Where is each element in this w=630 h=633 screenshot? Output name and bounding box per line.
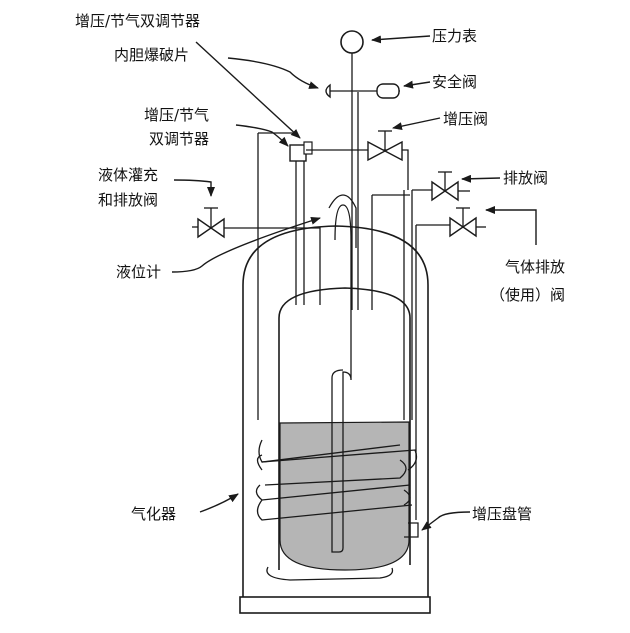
label-fill-2: 和排放阀 xyxy=(98,191,158,209)
inner-vessel xyxy=(278,287,411,570)
boost-valve-icon xyxy=(352,130,409,190)
label-gas-use-1: 气体排放 xyxy=(505,258,565,276)
liquid-level xyxy=(279,421,410,571)
fill-drain-valve-icon xyxy=(192,207,321,305)
leader-arrows xyxy=(171,35,537,531)
label-regulator-mid-1: 增压/节气 xyxy=(144,106,209,124)
label-regulator-top: 增压/节气双调节器 xyxy=(75,12,200,30)
label-boost-coil: 增压盘管 xyxy=(472,505,532,523)
label-boost-valve: 增压阀 xyxy=(443,110,488,128)
boost-coil-tubes xyxy=(255,439,419,538)
label-fill-1: 液体灌充 xyxy=(98,166,158,184)
label-vaporizer: 气化器 xyxy=(131,505,176,523)
base-plate xyxy=(239,596,431,614)
label-gas-use-2: （使用）阀 xyxy=(490,286,565,304)
burst-disc-icon xyxy=(325,83,331,99)
pressure-gauge-icon xyxy=(340,30,364,54)
label-safety-valve: 安全阀 xyxy=(432,73,477,91)
riser-tubes xyxy=(257,132,417,520)
bottom-coil xyxy=(266,566,394,581)
label-pressure-gauge: 压力表 xyxy=(432,27,477,45)
level-gauge-outer xyxy=(328,194,357,248)
label-regulator-mid-2: 双调节器 xyxy=(149,130,209,148)
label-level-gauge: 液位计 xyxy=(116,263,161,281)
level-gauge-tube xyxy=(331,204,352,553)
vent-valve-icon xyxy=(412,171,470,202)
safety-valve-icon xyxy=(376,83,400,99)
label-burst-disc: 内胆爆破片 xyxy=(114,46,189,64)
gas-use-valve-icon xyxy=(449,207,486,238)
label-vent-valve: 排放阀 xyxy=(503,169,548,187)
